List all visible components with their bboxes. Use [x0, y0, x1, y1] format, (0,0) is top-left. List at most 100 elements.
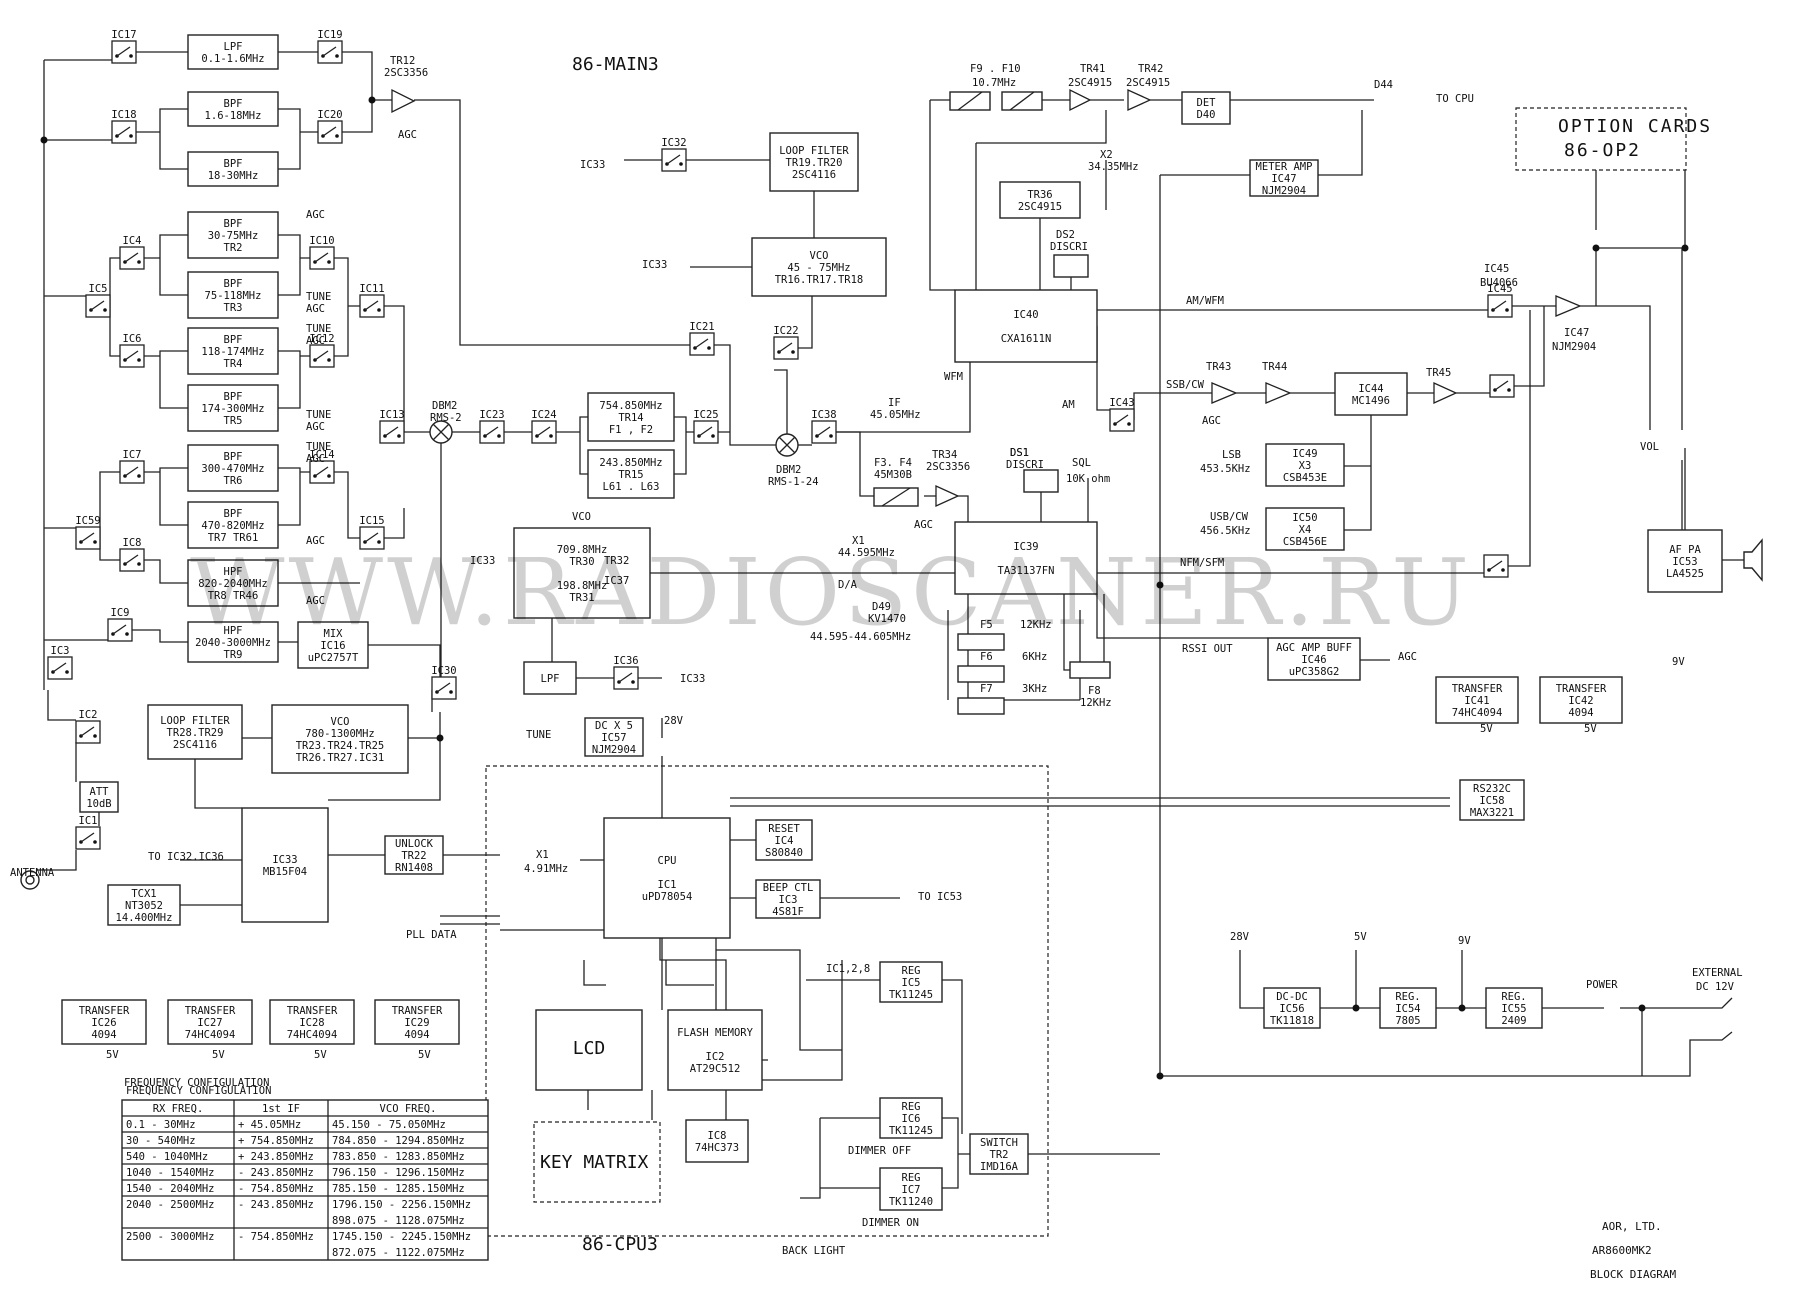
- junction-dots: [40, 96, 1689, 1080]
- diagram-label: VOL: [1640, 441, 1659, 453]
- block-text: TR31: [569, 592, 594, 604]
- table-cell: 0.1 - 30MHz: [126, 1119, 196, 1131]
- diagram-label: DIMMER OFF: [848, 1145, 911, 1157]
- switch-ic4: IC4: [119, 235, 145, 270]
- block-text: BPF: [224, 334, 243, 346]
- diagram-label: 3KHz: [1022, 683, 1047, 695]
- table-cell: + 754.850MHz: [238, 1135, 314, 1147]
- block-box: [1485, 987, 1543, 1029]
- diagram-label: AGC: [1202, 415, 1221, 427]
- block-text: CXA1611N: [1001, 333, 1052, 345]
- diagram-label: 6KHz: [1022, 651, 1047, 663]
- diagram-label: IC47: [1564, 327, 1589, 339]
- diagram-label: 9V: [1458, 935, 1471, 947]
- block-box: [1435, 676, 1519, 724]
- block-text: 4094: [1568, 707, 1593, 719]
- block-box: [187, 444, 279, 492]
- diagram-label: 45.05MHz: [870, 409, 921, 421]
- block-text: IC4: [775, 835, 794, 847]
- block-box: [1379, 987, 1437, 1029]
- switch-ic2: IC2: [75, 709, 101, 744]
- table-cell: 1745.150 - 2245.150MHz: [332, 1231, 471, 1243]
- switch-ic12: IC12: [309, 333, 335, 368]
- block-box: [187, 327, 279, 375]
- block-text: 74HC4094: [287, 1029, 338, 1041]
- diagram-label: WFM: [944, 371, 963, 383]
- block-text: IC39: [1013, 541, 1038, 553]
- switch-label: IC7: [123, 449, 142, 461]
- block-text: TR3: [224, 302, 243, 314]
- switch-ic20: IC20: [317, 109, 343, 144]
- diagram-label: D49: [872, 601, 891, 613]
- block-text: 243.850MHz: [599, 457, 662, 469]
- switch-ic11: IC11: [359, 283, 385, 318]
- block-text: F1 , F2: [609, 424, 653, 436]
- diagram-label: NJM2904: [1552, 341, 1596, 353]
- block-text: TR8 TR46: [208, 590, 259, 602]
- switch-label: IC32: [661, 137, 686, 149]
- block-text: HPF: [224, 566, 243, 578]
- table-cell: - 754.850MHz: [238, 1183, 314, 1195]
- diagram-label: ANTENNA: [10, 867, 55, 879]
- diagram-label: TR12: [390, 55, 415, 67]
- diagram-label: AGC: [914, 519, 933, 531]
- block-text: MC1496: [1352, 395, 1390, 407]
- diagram-label: TUNE: [526, 729, 551, 741]
- block-text: uPC2757T: [308, 652, 359, 664]
- switch-label: IC2: [79, 709, 98, 721]
- diagram-label: X2: [1100, 149, 1113, 161]
- block-box: [879, 1097, 943, 1139]
- amplifiers: [391, 88, 1582, 508]
- block-text: TR26.TR27.IC31: [296, 752, 385, 764]
- block-text: MB15F04: [263, 866, 307, 878]
- switch-ic1: IC1: [75, 815, 101, 850]
- diagram-label: EXTERNAL: [1692, 967, 1743, 979]
- switch-ic30: IC30: [431, 665, 457, 700]
- block-text: MIX: [324, 628, 344, 640]
- diagram-label: F7: [980, 683, 993, 695]
- block-text: 7805: [1395, 1015, 1420, 1027]
- block-text: IC33: [272, 854, 297, 866]
- block-text: TR2: [990, 1149, 1009, 1161]
- block-text: X4: [1299, 524, 1312, 536]
- diagram-label: DC 12V: [1696, 981, 1735, 993]
- block-text: NJM2904: [592, 744, 636, 756]
- diagram-label: D44: [1374, 79, 1393, 91]
- switch-ic19: IC19: [317, 29, 343, 64]
- block-text: 300-470MHz: [201, 463, 264, 475]
- diagram-label: DS1: [1010, 447, 1029, 459]
- block-text: 118-174MHz: [201, 346, 264, 358]
- block-box: [751, 237, 887, 297]
- block-text: S80840: [765, 847, 803, 859]
- block-box: [1265, 443, 1345, 487]
- block-text: 2409: [1501, 1015, 1526, 1027]
- diagram-label: IC33: [642, 259, 667, 271]
- diagram-label: DISCRI: [1006, 459, 1044, 471]
- block-text: IC40: [1013, 309, 1038, 321]
- block-box: [523, 661, 577, 695]
- table-title: FREQUENCY CONFIGULATION: [126, 1085, 271, 1097]
- block-text: TR28.TR29: [167, 727, 224, 739]
- diagram-label: BU4066: [1480, 277, 1518, 289]
- block-text: 18-30MHz: [208, 170, 259, 182]
- block-text: REG.: [1501, 991, 1526, 1003]
- block-box: [999, 181, 1081, 219]
- diagram-label: 456.5KHz: [1200, 525, 1251, 537]
- table-cell: - 754.850MHz: [238, 1231, 314, 1243]
- block-text: TRANSFER: [1452, 683, 1503, 695]
- block-box: [187, 559, 279, 607]
- block-box: [269, 999, 355, 1045]
